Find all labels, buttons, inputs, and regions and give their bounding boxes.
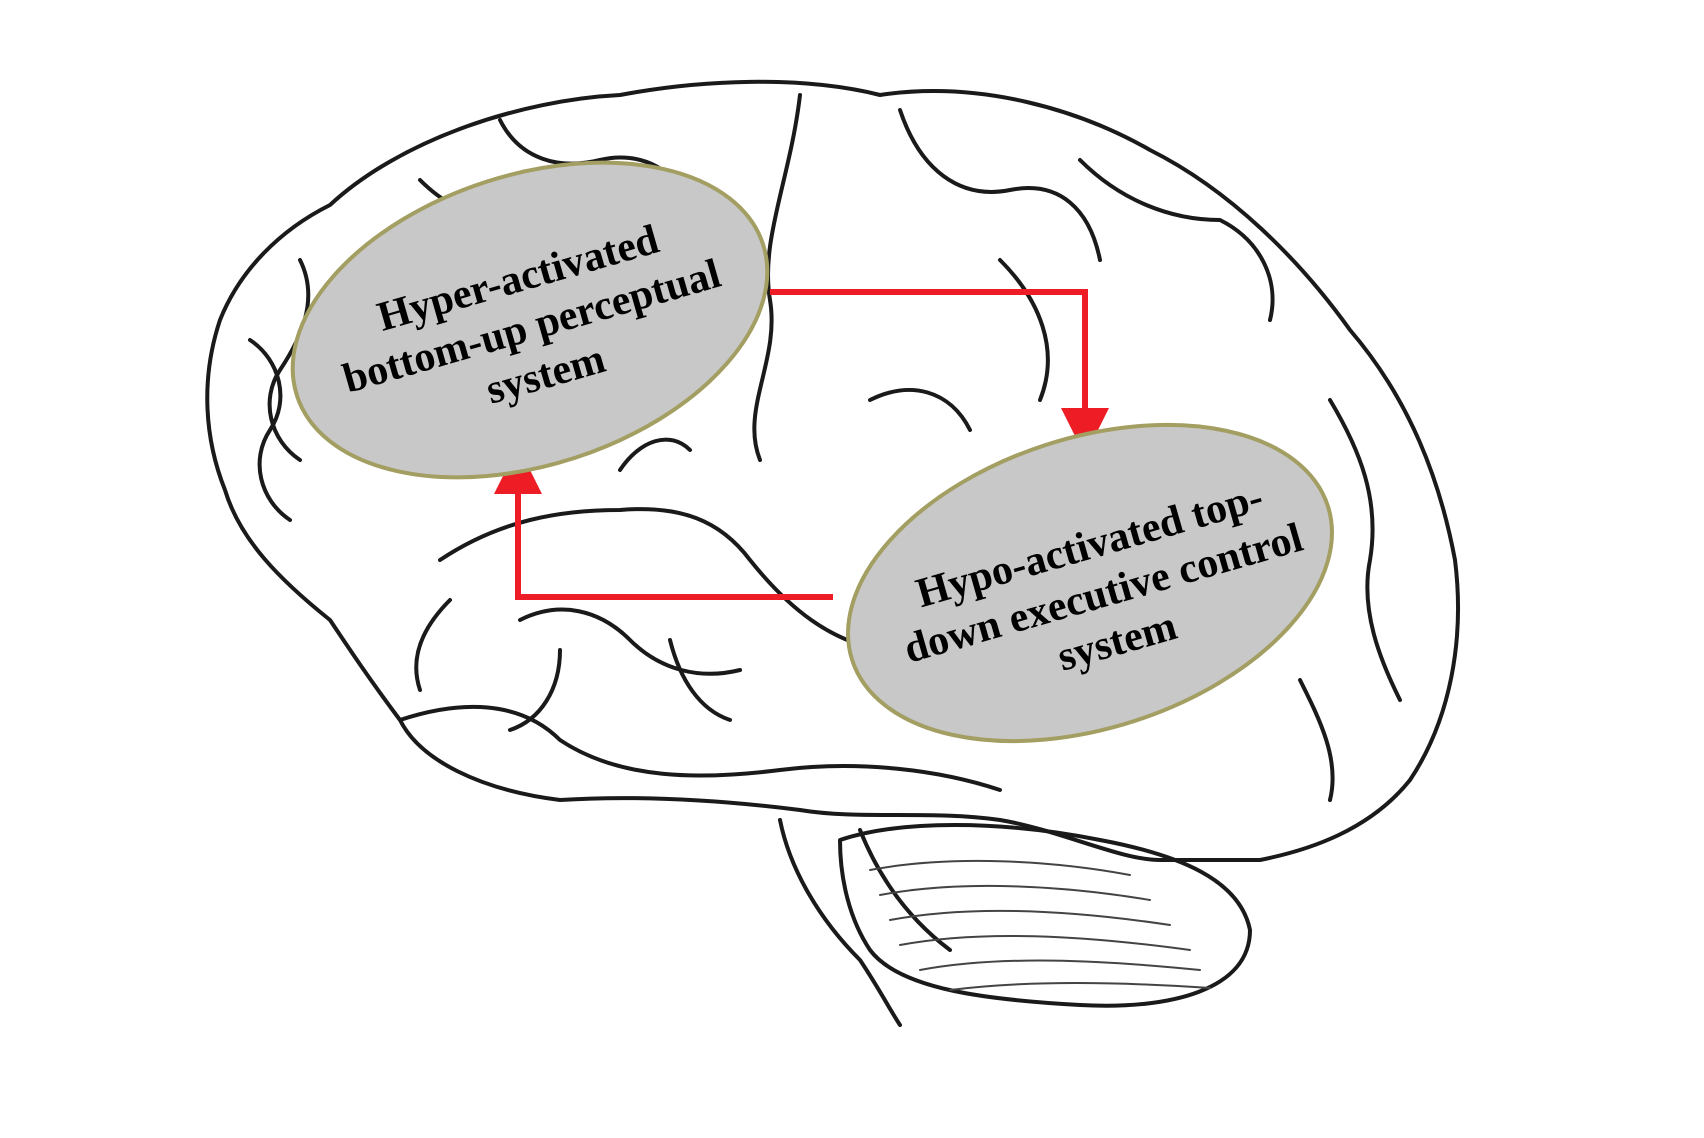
node-top-down: Hypo-activated top- down executive contr… bbox=[846, 422, 1334, 744]
feedback-loop bbox=[494, 289, 1109, 600]
brain-stem bbox=[778, 818, 902, 1027]
arrow-bottom-up-to-top-down bbox=[770, 289, 1109, 456]
parietal-gyrus bbox=[898, 108, 1102, 262]
node-bottom-up-ellipse bbox=[290, 160, 770, 480]
temporal-gyrus bbox=[518, 607, 742, 676]
parietal-gyrus bbox=[868, 388, 972, 432]
brain-illustration-icon bbox=[205, 79, 1460, 1027]
frontal-gyrus bbox=[248, 338, 292, 522]
node-bottom-up: Hyper-activated bottom-up perceptual sys… bbox=[290, 160, 770, 480]
occipital-gyrus bbox=[1328, 398, 1402, 702]
central-sulcus bbox=[752, 93, 802, 462]
temporal-gyrus bbox=[668, 638, 732, 722]
arrow-top-down-to-bottom-up bbox=[494, 446, 833, 600]
frontal-gyrus bbox=[267, 258, 311, 462]
cerebellum-folia bbox=[869, 859, 1211, 991]
temporal-lobe-edge bbox=[398, 704, 1002, 792]
parietal-gyrus bbox=[1078, 158, 1275, 322]
lateral-sulcus bbox=[438, 507, 882, 652]
occipital-gyrus bbox=[1298, 678, 1335, 802]
temporal-gyrus bbox=[414, 598, 452, 692]
temporal-gyrus bbox=[508, 648, 562, 732]
node-top-down-ellipse bbox=[846, 422, 1334, 744]
cerebellum bbox=[838, 823, 1252, 1008]
brain-outline bbox=[205, 79, 1460, 862]
parietal-gyrus bbox=[998, 258, 1050, 402]
brain-stem bbox=[858, 828, 952, 952]
frontal-gyrus bbox=[618, 437, 692, 472]
